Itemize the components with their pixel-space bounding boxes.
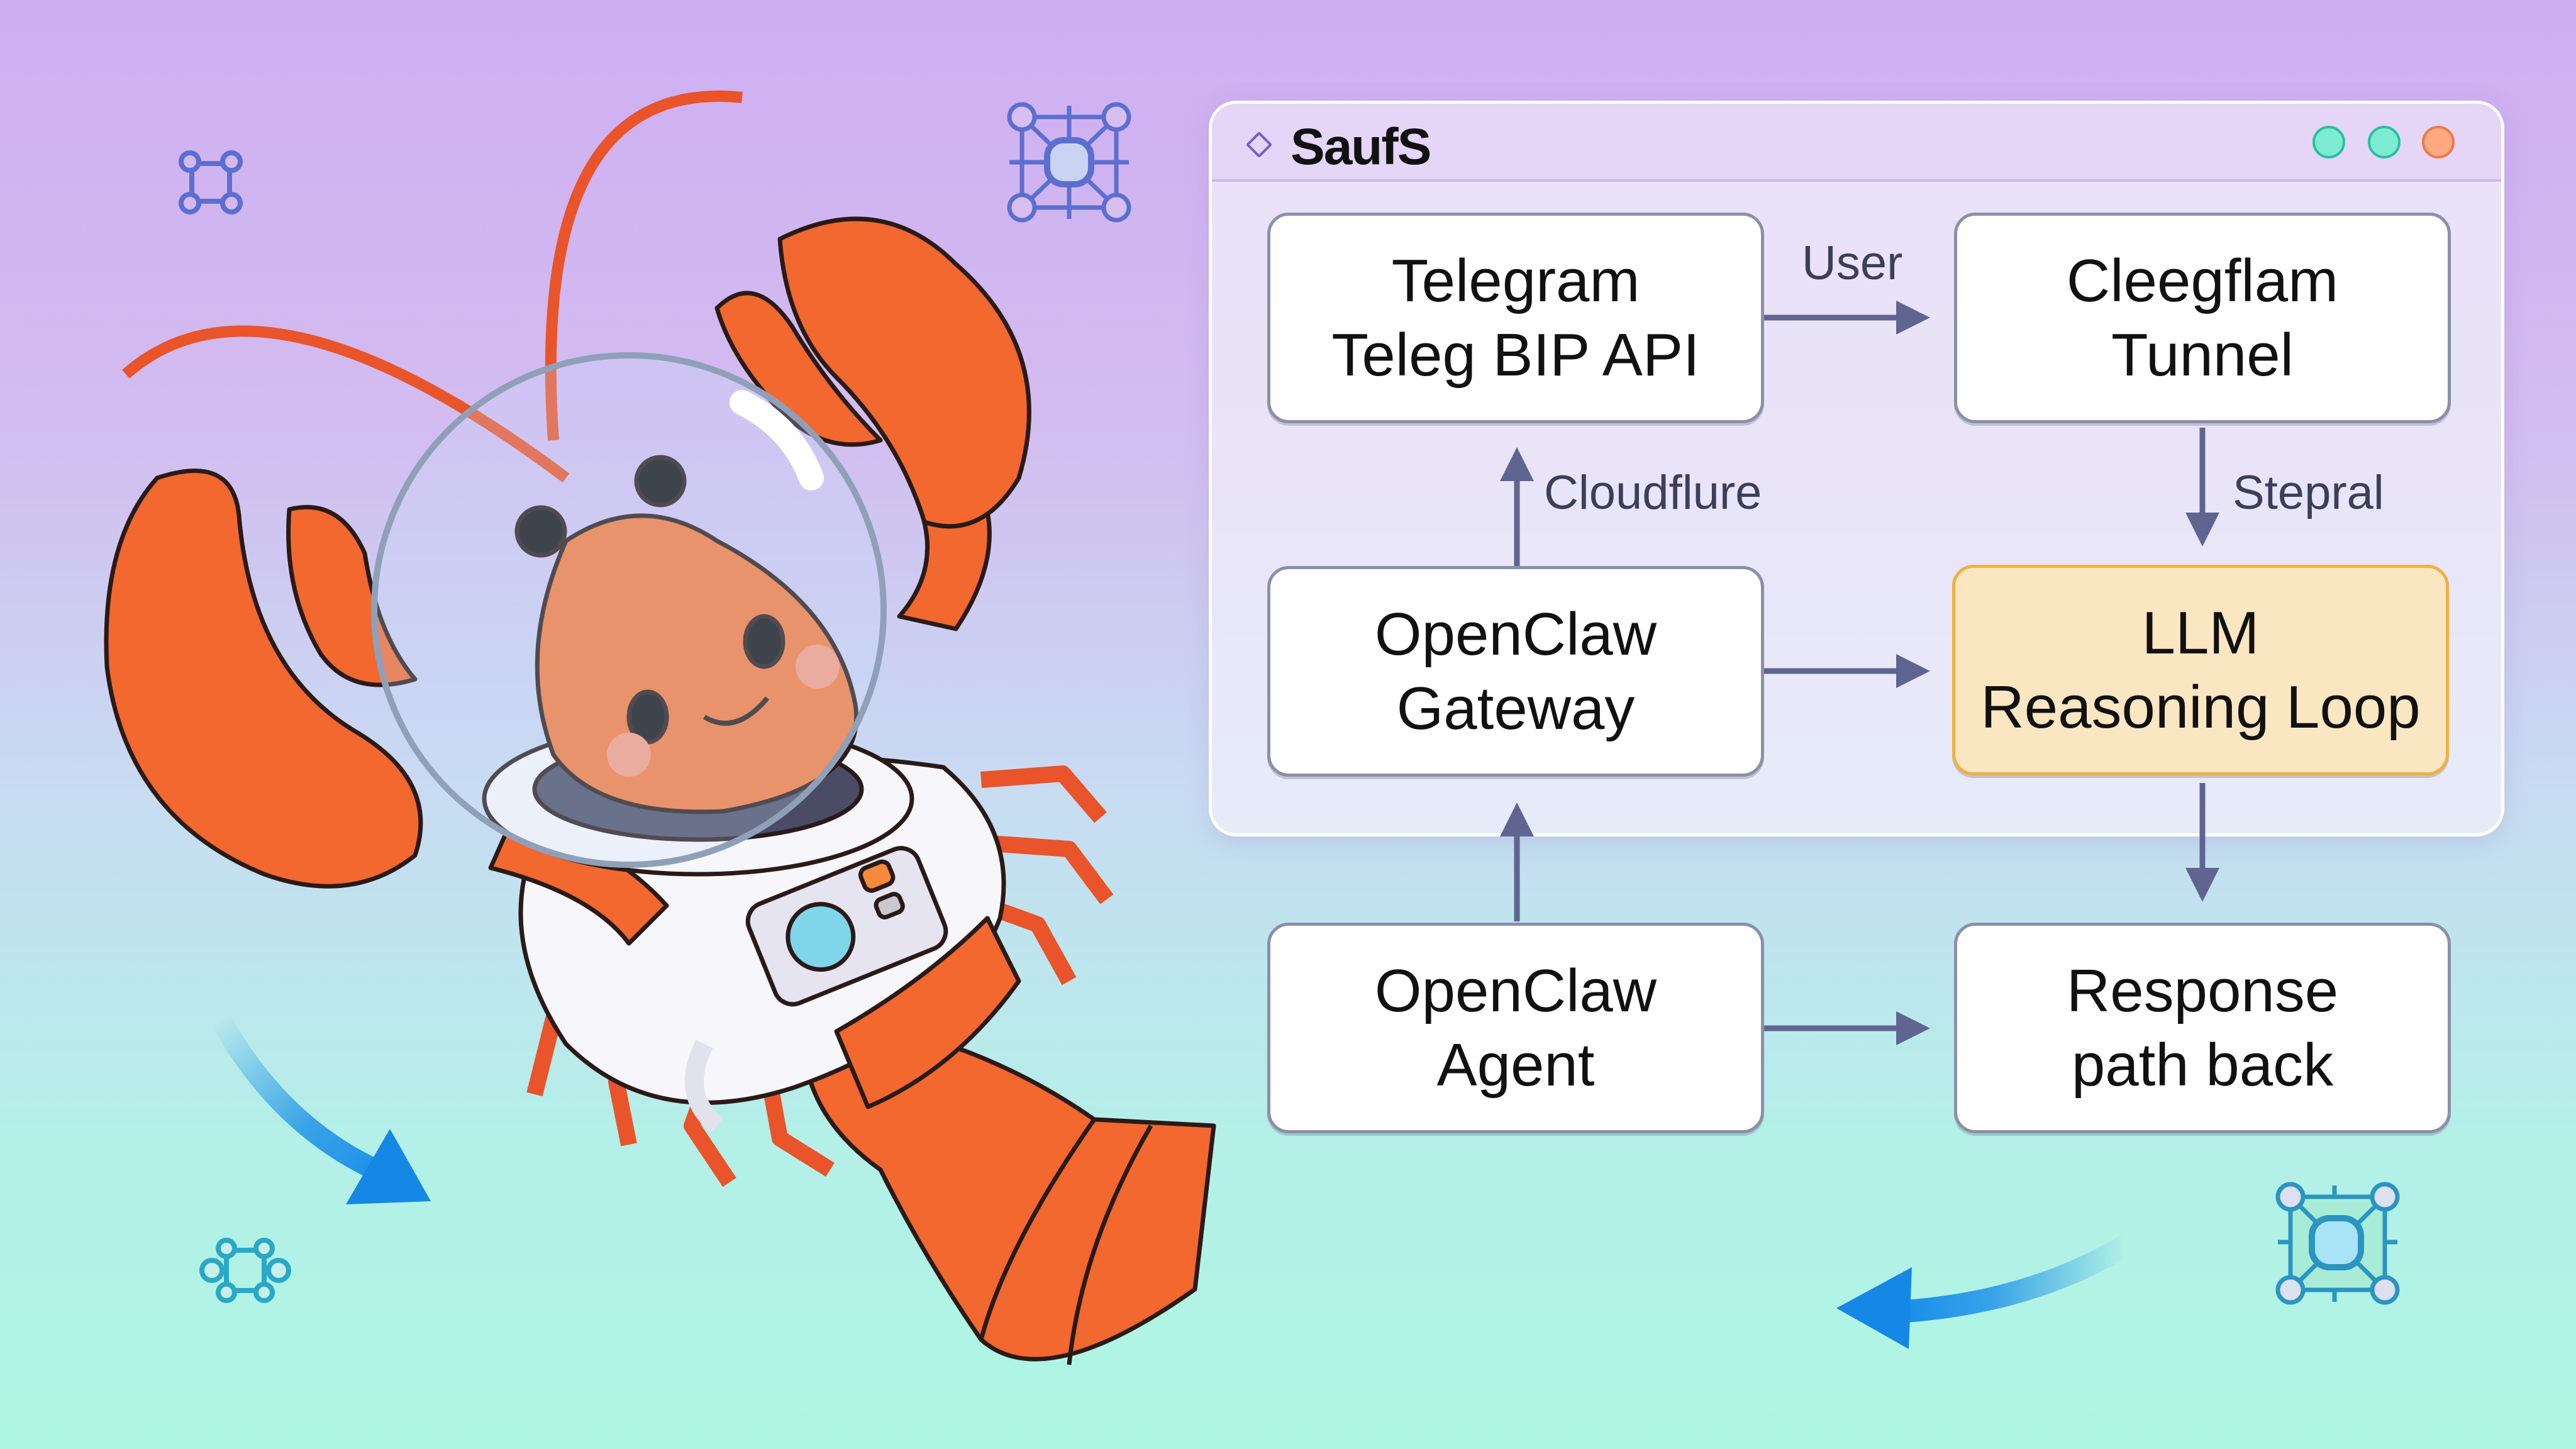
node-response[interactable]: Response path back bbox=[1954, 923, 2451, 1133]
node-gateway-line1: OpenClaw bbox=[1374, 600, 1657, 668]
node-response-line1: Response bbox=[2066, 957, 2339, 1024]
node-telegram-line1: Telegram bbox=[1391, 247, 1640, 314]
curved-arrow-left-icon bbox=[1836, 1235, 2132, 1349]
window-title: SaufS bbox=[1291, 118, 1431, 175]
network-node-icon bbox=[179, 150, 243, 214]
window-control-green-1[interactable] bbox=[2312, 126, 2345, 158]
window-control-green-2[interactable] bbox=[2368, 126, 2401, 158]
node-telegram-line2: Teleg BIP API bbox=[1331, 321, 1700, 389]
network-node-icon-teal bbox=[199, 1238, 291, 1303]
node-agent-line1: OpenClaw bbox=[1374, 957, 1657, 1024]
node-tunnel-line2: Tunnel bbox=[2111, 321, 2294, 389]
node-tunnel[interactable]: Cleegflam Tunnel bbox=[1954, 213, 2451, 423]
node-llm-reasoning-loop[interactable]: LLM Reasoning Loop bbox=[1952, 565, 2449, 775]
node-telegram[interactable]: Telegram Teleg BIP API bbox=[1267, 213, 1764, 423]
node-llm-line1: LLM bbox=[2141, 599, 2260, 667]
network-grid-icon bbox=[1007, 102, 1131, 223]
node-gateway[interactable]: OpenClaw Gateway bbox=[1267, 566, 1764, 777]
node-gateway-line2: Gateway bbox=[1396, 674, 1635, 742]
node-response-line2: path back bbox=[2071, 1031, 2334, 1099]
curved-arrow-down-right-icon bbox=[211, 1013, 431, 1204]
window-control-orange[interactable] bbox=[2422, 126, 2455, 158]
edge-label-user: User bbox=[1802, 236, 1903, 290]
network-grid-icon-teal bbox=[2275, 1182, 2400, 1305]
node-agent-line2: Agent bbox=[1436, 1031, 1595, 1099]
node-llm-line2: Reasoning Loop bbox=[1980, 673, 2421, 741]
window-titlebar: SaufS bbox=[1212, 104, 2501, 182]
node-tunnel-line1: Cleegflam bbox=[2066, 247, 2339, 314]
edge-label-cloudflure: Cloudflure bbox=[1544, 466, 1762, 519]
edge-label-stepral: Stepral bbox=[2233, 466, 2384, 519]
node-agent[interactable]: OpenClaw Agent bbox=[1267, 923, 1764, 1133]
astronaut-lobster-illustration bbox=[104, 91, 1216, 1365]
